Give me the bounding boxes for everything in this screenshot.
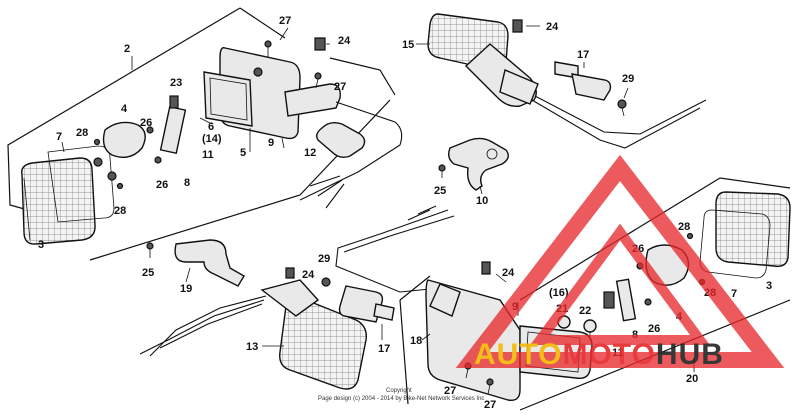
callout-18: 18	[410, 335, 422, 347]
callout-9-top: 9	[268, 137, 274, 149]
screw-27d	[486, 378, 494, 395]
socket-right	[603, 278, 637, 322]
bulb-22	[583, 319, 597, 340]
wire-middle	[335, 209, 449, 293]
copyright-line-2: Page design (c) 2004 - 2014 by Bike-Net …	[318, 396, 484, 402]
middle-stays: 25 10 25 19	[142, 137, 509, 295]
watermark-triangle-inner	[530, 223, 710, 345]
screw-28b	[116, 182, 124, 190]
wire-15	[531, 99, 701, 149]
lens-right	[715, 191, 791, 268]
gasket-right	[699, 209, 771, 279]
screw-26d	[644, 298, 652, 306]
nut-24c	[285, 267, 295, 279]
watermark-text-hub: HUB	[656, 338, 724, 371]
watermark-text-moto: MOTO	[562, 338, 655, 371]
callout-11-left: 11	[202, 149, 214, 161]
lens-left	[21, 157, 96, 245]
screw-26b	[154, 156, 162, 164]
screw-28a	[93, 138, 101, 146]
callout-14: (14)	[202, 133, 222, 145]
socket-left	[159, 105, 187, 155]
callout-3-right: 3	[766, 280, 772, 292]
callout-8-left: 8	[184, 177, 190, 189]
callout-29-mid: 29	[318, 253, 330, 265]
watermark-text-auto: AUTO	[474, 338, 562, 371]
bulb-holder-17-mid	[338, 285, 395, 323]
callout-15: 15	[402, 39, 414, 51]
gasket-left	[47, 145, 115, 223]
callout-27-c: 27	[444, 385, 456, 397]
bracket-10	[447, 137, 509, 191]
nut-24a	[314, 37, 326, 51]
rear-left-turn-signal-group: 29 24 13 17	[139, 253, 395, 390]
callout-26-b: 26	[156, 179, 168, 191]
automotohub-watermark: AUTOMOTOHUB	[455, 154, 785, 371]
callout-19: 19	[180, 283, 192, 295]
copyright-line-1: Copyright	[386, 388, 412, 394]
callout-23: 23	[170, 77, 182, 89]
callout-28-b: 28	[114, 205, 126, 217]
callout-25-top: 25	[434, 185, 446, 197]
callout-26-d: 26	[648, 323, 660, 335]
screw-26a	[146, 126, 154, 134]
bulb-left-2	[107, 171, 117, 181]
reflector-left	[102, 121, 146, 158]
nut-24d	[481, 261, 491, 275]
callout-4-left: 4	[121, 103, 128, 115]
callout-16: (16)	[549, 287, 569, 299]
callout-27-a: 27	[279, 15, 291, 27]
screw-27b	[314, 72, 322, 89]
callout-2: 2	[124, 43, 130, 55]
callout-22: 22	[579, 305, 591, 317]
housing-13	[260, 279, 320, 317]
screw-28c	[686, 232, 694, 240]
screw-25-mid	[146, 242, 154, 258]
bracket-19	[174, 239, 245, 287]
callout-27-d: 27	[484, 399, 496, 411]
screw-29-mid	[321, 277, 331, 287]
callout-13: 13	[246, 341, 258, 353]
housing-left	[203, 47, 341, 140]
callout-20: 20	[686, 373, 698, 385]
screw-29-top	[617, 99, 627, 117]
callout-26-a: 26	[140, 117, 152, 129]
bulb-holder-17	[554, 61, 612, 101]
nut-24b	[512, 19, 523, 33]
callout-12: 12	[304, 147, 316, 159]
callout-24-d: 24	[502, 267, 515, 279]
screw-27a	[264, 40, 272, 58]
callout-28-a: 28	[76, 127, 88, 139]
terminal-left	[169, 95, 179, 109]
callout-24-c: 24	[302, 269, 315, 281]
wire-left	[299, 101, 403, 201]
callout-10: 10	[476, 195, 488, 207]
callout-25-mid: 25	[142, 267, 154, 279]
callout-17-top: 17	[577, 49, 589, 61]
callout-3-left: 3	[38, 239, 44, 251]
watermark-triangle-outer	[455, 154, 785, 368]
callout-7-right: 7	[731, 288, 737, 300]
screw-25-top	[438, 164, 446, 178]
svg-text:AUTOMOTOHUB: AUTOMOTOHUB	[474, 338, 724, 371]
callout-24-b: 24	[546, 21, 559, 33]
callout-29-top: 29	[622, 73, 634, 85]
callout-28-c: 28	[678, 221, 690, 233]
callout-17-mid: 17	[378, 343, 390, 355]
rear-right-turn-signal-group: 15 24 17 29	[402, 13, 707, 149]
callout-7-left: 7	[56, 131, 62, 143]
callout-27-b: 27	[334, 81, 346, 93]
bulb-holder-left	[315, 121, 366, 159]
callout-6: 6	[208, 121, 214, 133]
front-left-turn-signal-group: 2 3 4 5 6 7 8 9 11 12 (14) 23 26 26 27 2…	[7, 7, 403, 261]
callout-24-a: 24	[338, 35, 351, 47]
bulb-left-1	[93, 157, 103, 167]
callout-5: 5	[240, 147, 246, 159]
